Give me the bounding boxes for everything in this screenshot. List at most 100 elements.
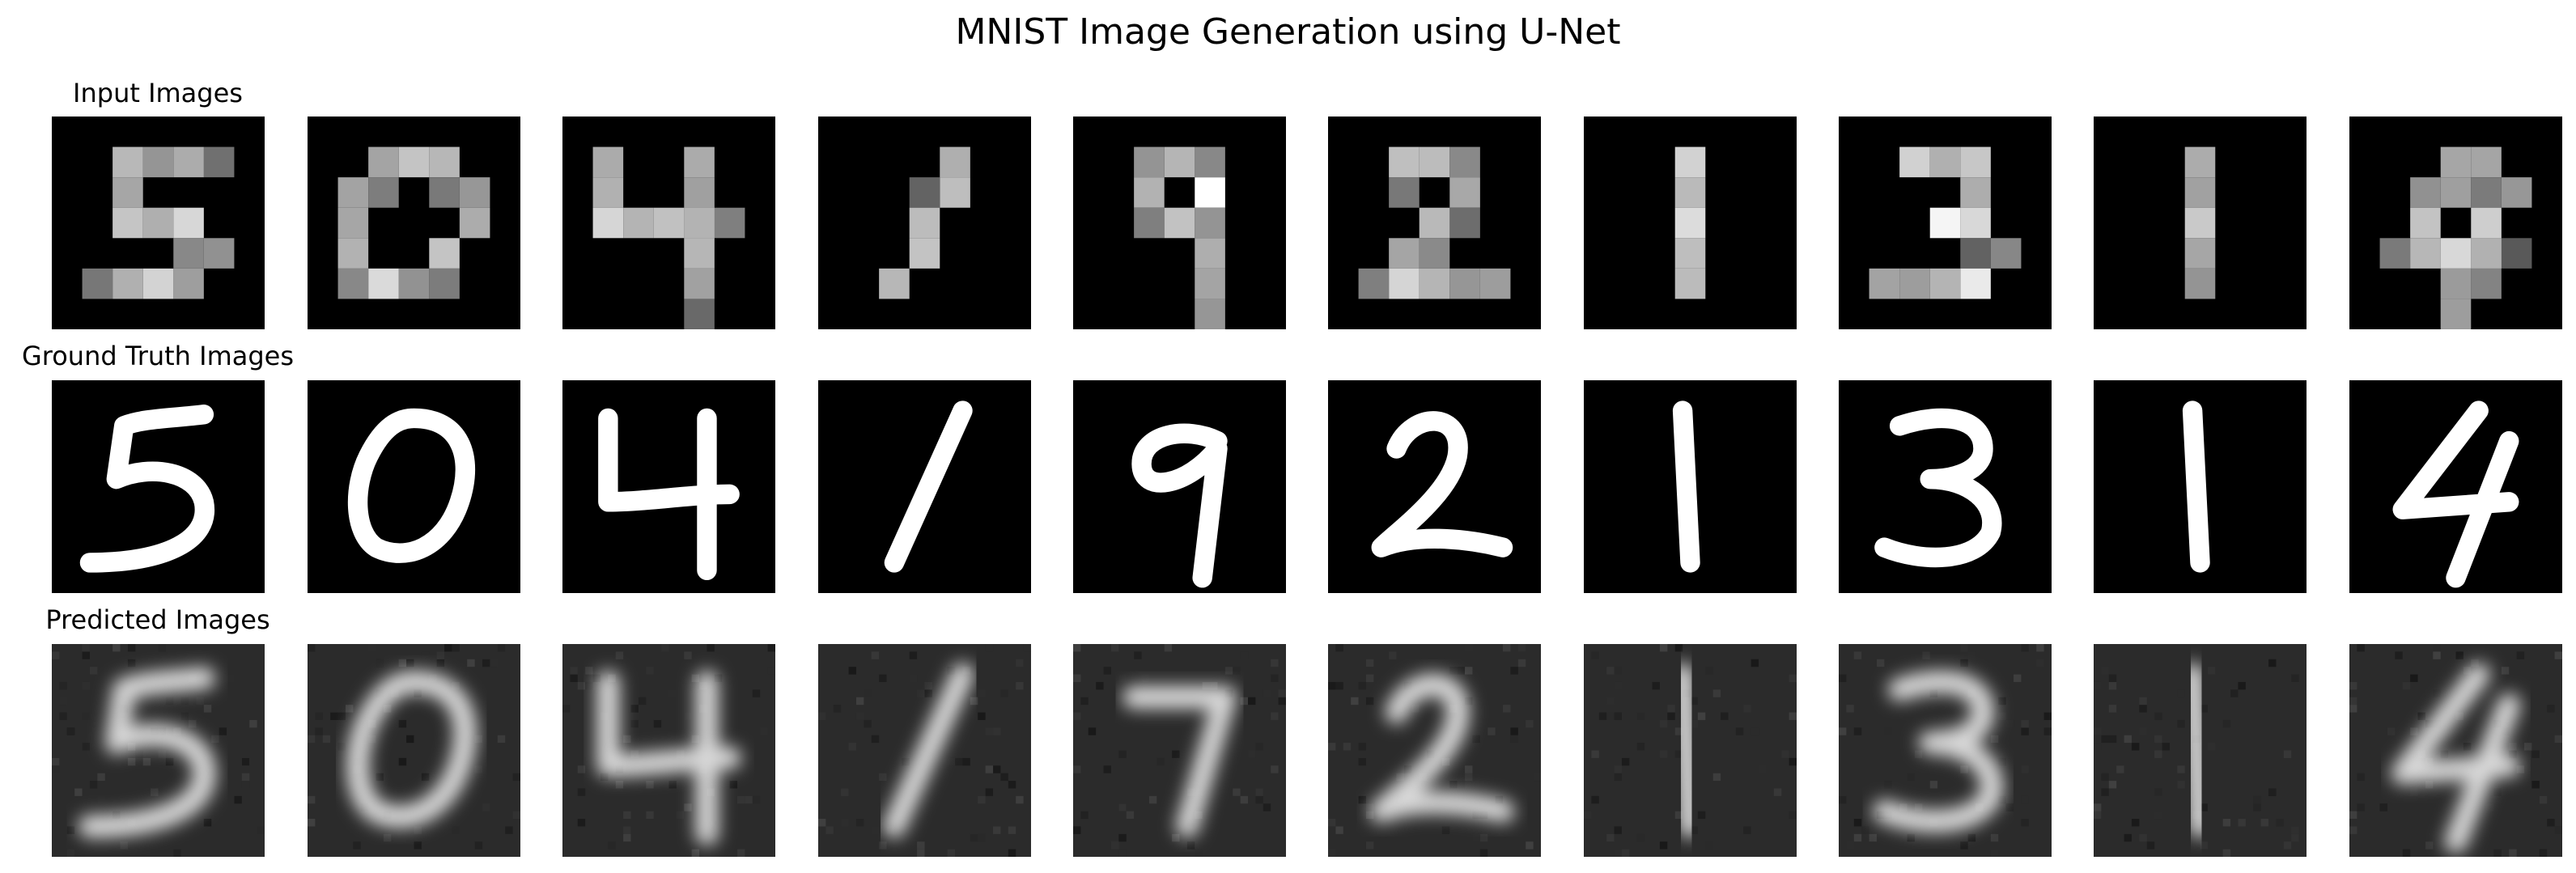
input-pixel-block	[1195, 299, 1225, 329]
noise-pixel	[691, 674, 700, 682]
input-pixel-block	[1869, 268, 1900, 299]
noise-pixel	[2021, 765, 2029, 773]
noise-pixel	[173, 849, 181, 857]
input-pixel-block	[1674, 177, 1706, 208]
input-pixel-block	[940, 177, 970, 208]
noise-pixel	[2501, 667, 2510, 675]
row-title-ground-truth: Ground Truth Images	[21, 341, 295, 371]
noise-pixel	[1465, 773, 1473, 782]
noise-pixel	[570, 674, 578, 682]
noise-pixel	[1907, 773, 1915, 782]
noise-pixel	[1789, 811, 1797, 820]
noise-pixel	[985, 788, 994, 796]
noise-pixel	[638, 697, 647, 706]
noise-pixel	[1773, 788, 1782, 796]
noise-pixel	[1008, 826, 1016, 834]
noise-pixel	[2036, 659, 2044, 667]
noise-pixel	[668, 781, 677, 789]
noise-pixel	[2005, 803, 2014, 812]
noise-pixel	[1884, 727, 1892, 735]
noise-pixel	[2043, 727, 2052, 735]
noise-pixel	[1510, 667, 1518, 675]
noise-pixel	[2357, 773, 2365, 782]
image-background	[562, 380, 775, 593]
input-image-1	[52, 117, 265, 329]
noise-pixel	[1584, 811, 1592, 820]
noise-pixel	[211, 735, 219, 744]
noise-pixel	[2222, 719, 2231, 728]
noise-pixel	[2531, 781, 2540, 789]
noise-pixel	[668, 689, 677, 697]
input-pixel-block	[2410, 177, 2441, 208]
truth-image-10	[2349, 380, 2562, 593]
noise-pixel	[2554, 735, 2562, 744]
predicted-image-8	[1839, 644, 2052, 857]
noise-pixel	[2509, 743, 2517, 751]
noise-pixel	[2222, 819, 2231, 827]
noise-pixel	[227, 674, 235, 682]
input-pixel-block	[368, 177, 399, 208]
truth-digit-9-render	[1073, 380, 1286, 593]
noise-pixel	[398, 719, 407, 728]
predicted-image-1	[52, 644, 265, 857]
noise-pixel	[1465, 765, 1473, 773]
noise-pixel	[1441, 826, 1450, 834]
input-digit-5-render	[52, 117, 265, 329]
input-pixel-block	[429, 146, 460, 178]
noise-pixel	[1674, 644, 1683, 652]
predicted-digit-1-render	[2094, 644, 2307, 857]
input-pixel-block	[2184, 146, 2216, 178]
noise-pixel	[985, 765, 994, 773]
noise-pixel	[2094, 743, 2102, 751]
noise-pixel	[1636, 712, 1645, 720]
noise-pixel	[1465, 667, 1473, 675]
noise-pixel	[577, 819, 586, 827]
noise-pixel	[917, 727, 925, 735]
noise-pixel	[2283, 750, 2292, 758]
input-pixel-block	[1195, 146, 1225, 178]
noise-pixel	[452, 826, 460, 834]
input-pixel-block	[1929, 207, 1961, 239]
truth-digit-1-render	[1584, 380, 1797, 593]
noise-pixel	[1110, 644, 1119, 652]
noise-pixel	[2433, 651, 2441, 659]
noise-pixel	[2524, 743, 2532, 751]
digit-stroke	[1874, 408, 2002, 568]
input-pixel-block	[623, 207, 654, 239]
noise-pixel	[1839, 674, 1847, 682]
noise-pixel	[600, 773, 609, 782]
noise-pixel	[2291, 826, 2299, 834]
noise-pixel	[376, 659, 384, 667]
noise-pixel	[1960, 644, 1968, 652]
noise-pixel	[1328, 849, 1336, 857]
noise-pixel	[1240, 651, 1249, 659]
noise-pixel	[978, 833, 986, 842]
noise-pixel	[2154, 735, 2162, 744]
input-pixel-block	[1960, 268, 1991, 299]
input-pixel-block	[142, 207, 174, 239]
digit-stroke	[2446, 430, 2519, 588]
noise-pixel	[2124, 735, 2132, 744]
truth-digit-5-render	[52, 380, 265, 593]
input-pixel-block	[1358, 268, 1390, 299]
input-pixel-block	[684, 177, 715, 208]
noise-pixel	[97, 795, 105, 804]
noise-pixel	[2410, 788, 2418, 796]
noise-pixel	[82, 651, 90, 659]
predicted-image-9	[2094, 644, 2307, 857]
input-pixel-block	[337, 268, 369, 299]
noise-pixel	[97, 773, 105, 782]
noise-pixel	[752, 689, 761, 697]
predicted-image-6	[1328, 644, 1541, 857]
input-digit-0-render	[308, 117, 520, 329]
noise-pixel	[2260, 819, 2269, 827]
noise-pixel	[158, 644, 166, 652]
noise-pixel	[1457, 781, 1466, 789]
noise-pixel	[308, 795, 316, 804]
input-pixel-block	[173, 268, 204, 299]
noise-pixel	[623, 735, 631, 744]
input-pixel-block	[203, 238, 235, 269]
noise-pixel	[1172, 833, 1180, 842]
noise-pixel	[2478, 659, 2487, 667]
